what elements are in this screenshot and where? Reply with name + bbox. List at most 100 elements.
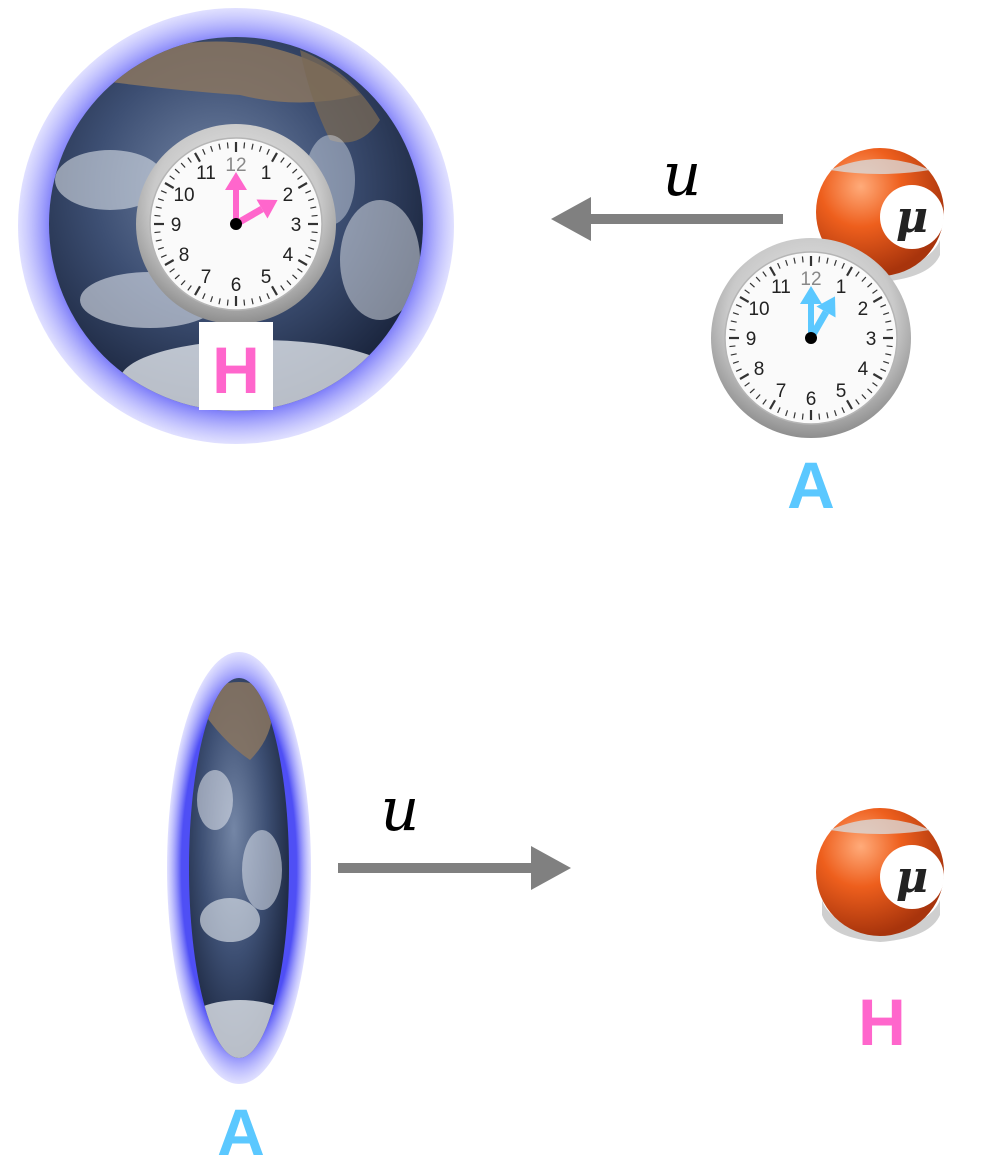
clock-numeral: 7 xyxy=(776,381,787,402)
clock-tick xyxy=(735,304,742,308)
clock-tick xyxy=(266,293,270,300)
clock-tick xyxy=(226,299,229,306)
clock-tick xyxy=(846,266,853,277)
clock-numeral: 10 xyxy=(173,185,194,206)
clock-tick xyxy=(187,157,192,163)
clock-tick xyxy=(732,360,739,364)
clock-tick xyxy=(174,274,180,280)
clock-numeral: 5 xyxy=(836,381,847,402)
clock-tick xyxy=(187,285,192,291)
clock-hand-tip xyxy=(800,286,822,304)
muon-frame-label: A xyxy=(787,448,835,522)
clock-tick xyxy=(883,360,890,364)
clock-tick xyxy=(286,280,292,286)
clock-numeral: 10 xyxy=(748,299,769,320)
clock-numeral: 1 xyxy=(261,163,272,184)
clock-tick xyxy=(310,206,317,209)
clock-hand-tip xyxy=(816,296,836,318)
clock-tick xyxy=(818,256,821,263)
clock-numeral: 4 xyxy=(283,245,294,266)
clock-tick xyxy=(886,328,893,331)
clock-tick xyxy=(833,259,837,266)
clock-tick xyxy=(826,257,829,264)
clock-tick xyxy=(749,388,755,394)
clock-tick xyxy=(872,289,878,294)
clock-tick xyxy=(749,282,755,288)
clock-tick xyxy=(160,254,167,258)
bottom-muon-frame-label: H xyxy=(858,985,906,1059)
clock-tick xyxy=(729,345,736,348)
bottom-muon-ball: μ xyxy=(816,808,944,942)
clock-tick xyxy=(885,353,892,356)
clock-tick xyxy=(292,274,298,280)
clock-tick xyxy=(266,148,270,155)
clock-tick xyxy=(729,328,736,331)
clock-tick xyxy=(801,256,804,263)
clock-tick xyxy=(243,299,246,306)
clock-tick xyxy=(251,298,254,305)
clock-tick xyxy=(180,280,186,286)
clock-tick xyxy=(793,412,796,419)
clock-numeral: 11 xyxy=(771,277,791,298)
clock-tick xyxy=(311,231,318,234)
clock-tick xyxy=(883,312,890,316)
clock-numeral: 3 xyxy=(866,329,877,350)
clock-tick xyxy=(777,262,781,269)
clock-tick xyxy=(297,268,303,273)
clock-tick xyxy=(732,312,739,316)
clock-tick xyxy=(793,257,796,264)
clock-tick xyxy=(841,262,845,269)
clock-tick xyxy=(785,410,789,417)
bottom-earth-frame-label: A xyxy=(217,1095,265,1169)
clock-tick xyxy=(826,412,829,419)
clock-tick xyxy=(292,168,298,174)
clock-tick xyxy=(155,206,162,209)
clock-tick xyxy=(739,296,750,303)
clock-tick xyxy=(880,304,887,308)
clock-tick xyxy=(841,407,845,414)
top-velocity-label: u xyxy=(663,140,702,210)
clock-tick xyxy=(154,214,161,217)
clock-tick xyxy=(218,143,221,150)
clock-tick xyxy=(861,276,867,282)
clock-tick xyxy=(885,320,892,323)
clock-tick xyxy=(194,285,201,296)
bottom-velocity-label: u xyxy=(381,775,420,845)
clock-tick xyxy=(861,394,867,400)
clock-tick xyxy=(169,175,175,180)
clock-tick xyxy=(310,239,317,242)
clock-tick xyxy=(258,296,262,303)
clock-tick xyxy=(801,413,804,420)
clock-tick xyxy=(785,259,789,266)
clock-numeral: 2 xyxy=(858,299,869,320)
clock-tick xyxy=(194,152,201,163)
clock-tick xyxy=(305,254,312,258)
clock-tick xyxy=(297,175,303,180)
clock-numeral: 8 xyxy=(754,359,765,380)
clock-numeral: 6 xyxy=(231,275,242,296)
clock-numeral: 11 xyxy=(196,163,216,184)
clock-tick xyxy=(769,266,776,277)
bottom-earth-contracted xyxy=(167,652,311,1084)
clock-tick xyxy=(730,320,737,323)
clock-tick xyxy=(271,285,278,296)
clock-tick xyxy=(164,259,175,266)
earth-frame-label: H xyxy=(212,333,260,407)
clock-tick xyxy=(755,394,761,400)
clock-numeral: 2 xyxy=(283,185,294,206)
clock-numeral: 5 xyxy=(261,267,272,288)
bottom-velocity-arrow xyxy=(338,846,571,890)
clock-tick xyxy=(867,282,873,288)
clock-tick xyxy=(160,190,167,194)
clock-numeral: 9 xyxy=(746,329,757,350)
clock-tick xyxy=(762,271,767,277)
clock-tick xyxy=(164,182,175,189)
bottom-muon-symbol: μ xyxy=(896,852,928,903)
clock-tick xyxy=(755,276,761,282)
clock-numeral: 4 xyxy=(858,359,869,380)
clock-tick xyxy=(271,152,278,163)
top-velocity-arrow xyxy=(551,197,783,241)
clock-tick xyxy=(855,271,860,277)
